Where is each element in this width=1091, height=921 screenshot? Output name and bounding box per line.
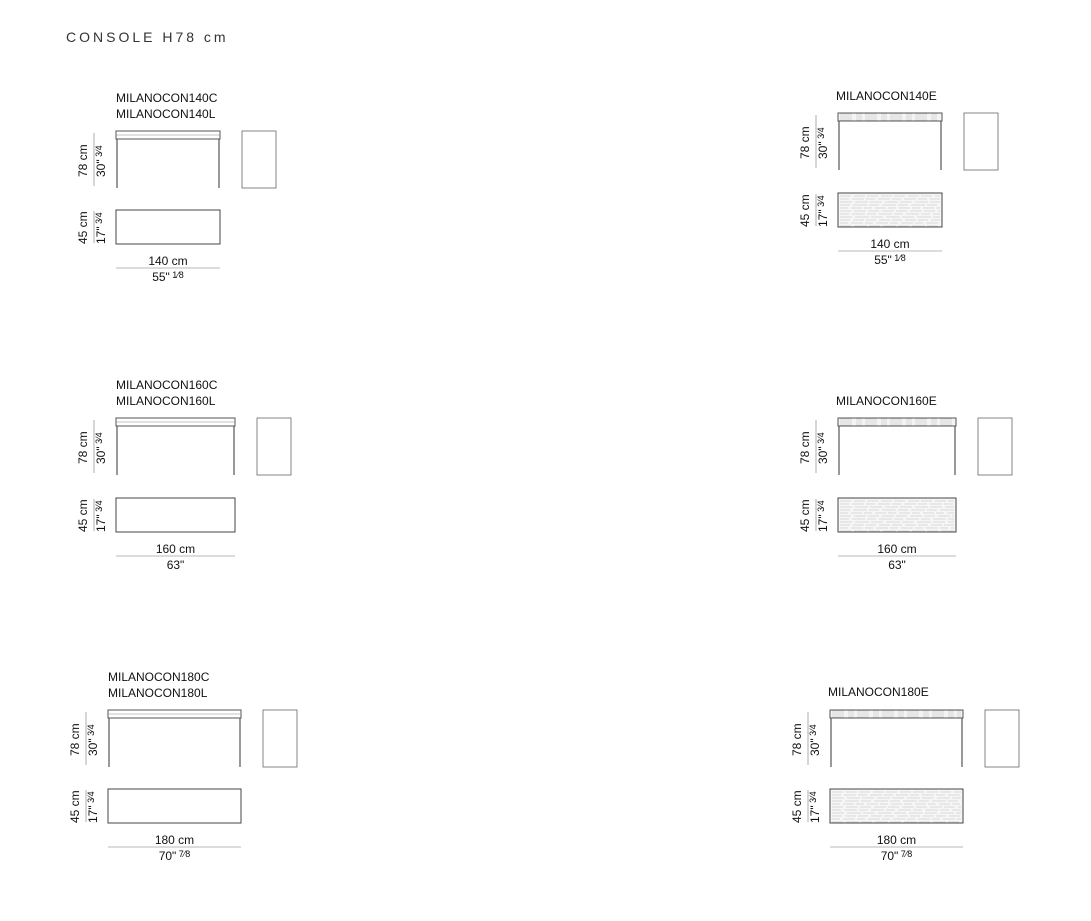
model-code: MILANOCON180C: [108, 670, 210, 684]
plan-outline: [115, 209, 221, 245]
front-view: [837, 112, 943, 170]
model-codes: MILANOCON180E: [828, 684, 929, 700]
model-code: MILANOCON160C: [116, 378, 218, 392]
width-label: 140 cm: [870, 237, 910, 251]
imperial-value: 30": [808, 738, 822, 756]
imperial-fraction: 3⁄4: [808, 724, 818, 739]
model-codes: MILANOCON160E: [836, 393, 937, 409]
plan-outline: [837, 497, 957, 533]
console-top: [837, 417, 957, 427]
front-view: [829, 709, 964, 767]
imperial-fraction: 7⁄8: [176, 849, 191, 859]
plan-view: [837, 192, 943, 228]
imperial-value: 17": [808, 805, 822, 823]
model-codes: MILANOCON180C MILANOCON180L: [108, 669, 209, 701]
imperial-fraction: 1⁄8: [891, 253, 906, 263]
plan-outline: [837, 192, 943, 228]
width-label: 160 cm: [155, 542, 196, 556]
front-view: [115, 417, 236, 475]
plan-view: [115, 497, 236, 533]
side-view: [984, 709, 1020, 768]
model-codes: MILANOCON160C MILANOCON160L: [116, 377, 217, 409]
side-view: [262, 709, 298, 768]
metric-value: 78 cm: [790, 723, 804, 756]
height-label-imperial: 30" 3⁄4: [808, 724, 822, 756]
width-label: 140 cm: [148, 254, 188, 268]
model-codes: MILANOCON140E: [836, 88, 937, 104]
imperial-fraction: 3⁄4: [808, 791, 818, 806]
console-top: [829, 709, 964, 719]
model-code: MILANOCON140E: [836, 89, 937, 103]
plan-view: [115, 209, 221, 245]
width-label-imperial: 70" 7⁄8: [108, 849, 241, 863]
imperial-value: 55": [874, 253, 892, 267]
imperial-fraction: 1⁄8: [169, 270, 184, 280]
plan-view: [837, 497, 957, 533]
model-code: MILANOCON180E: [828, 685, 929, 699]
model-code: MILANOCON160L: [116, 394, 216, 408]
plan-outline: [829, 788, 964, 824]
side-view: [963, 112, 999, 171]
metric-value: 45 cm: [790, 790, 804, 823]
plan-view: [107, 788, 242, 824]
width-label: 180 cm: [154, 833, 195, 847]
model-code: MILANOCON140L: [116, 107, 216, 121]
width-label: 160 cm: [877, 542, 917, 556]
model-codes: MILANOCON140C MILANOCON140L: [116, 90, 217, 122]
plan-outline: [115, 497, 236, 533]
imperial-value: 55": [152, 270, 170, 284]
width-label-imperial: 63": [116, 558, 235, 572]
imperial-fraction: 7⁄8: [898, 849, 913, 859]
width-label: 180 cm: [876, 833, 917, 847]
front-view: [115, 130, 221, 188]
page-title: CONSOLE H78 cm: [66, 29, 229, 45]
model-code: MILANOCON160E: [836, 394, 937, 408]
front-view: [837, 417, 957, 475]
width-label-imperial: 70" 7⁄8: [830, 849, 963, 863]
imperial-value: 63": [888, 558, 906, 572]
side-view: [241, 130, 277, 189]
console-top: [837, 112, 943, 122]
imperial-value: 63": [166, 558, 185, 572]
side-view: [256, 417, 292, 476]
model-code: MILANOCON180L: [108, 686, 208, 700]
width-label-imperial: 63": [838, 558, 956, 572]
imperial-value: 70": [158, 849, 177, 863]
depth-label-imperial: 17" 3⁄4: [808, 791, 822, 823]
side-view: [977, 417, 1013, 476]
model-code: MILANOCON140C: [116, 91, 218, 105]
width-label-imperial: 55" 1⁄8: [838, 253, 942, 267]
width-label-imperial: 55" 1⁄8: [116, 270, 220, 284]
depth-label: 45 cm: [790, 790, 804, 823]
plan-outline: [107, 788, 242, 824]
plan-view: [829, 788, 964, 824]
imperial-value: 70": [880, 849, 899, 863]
height-label: 78 cm: [790, 723, 804, 756]
front-view: [107, 709, 242, 767]
